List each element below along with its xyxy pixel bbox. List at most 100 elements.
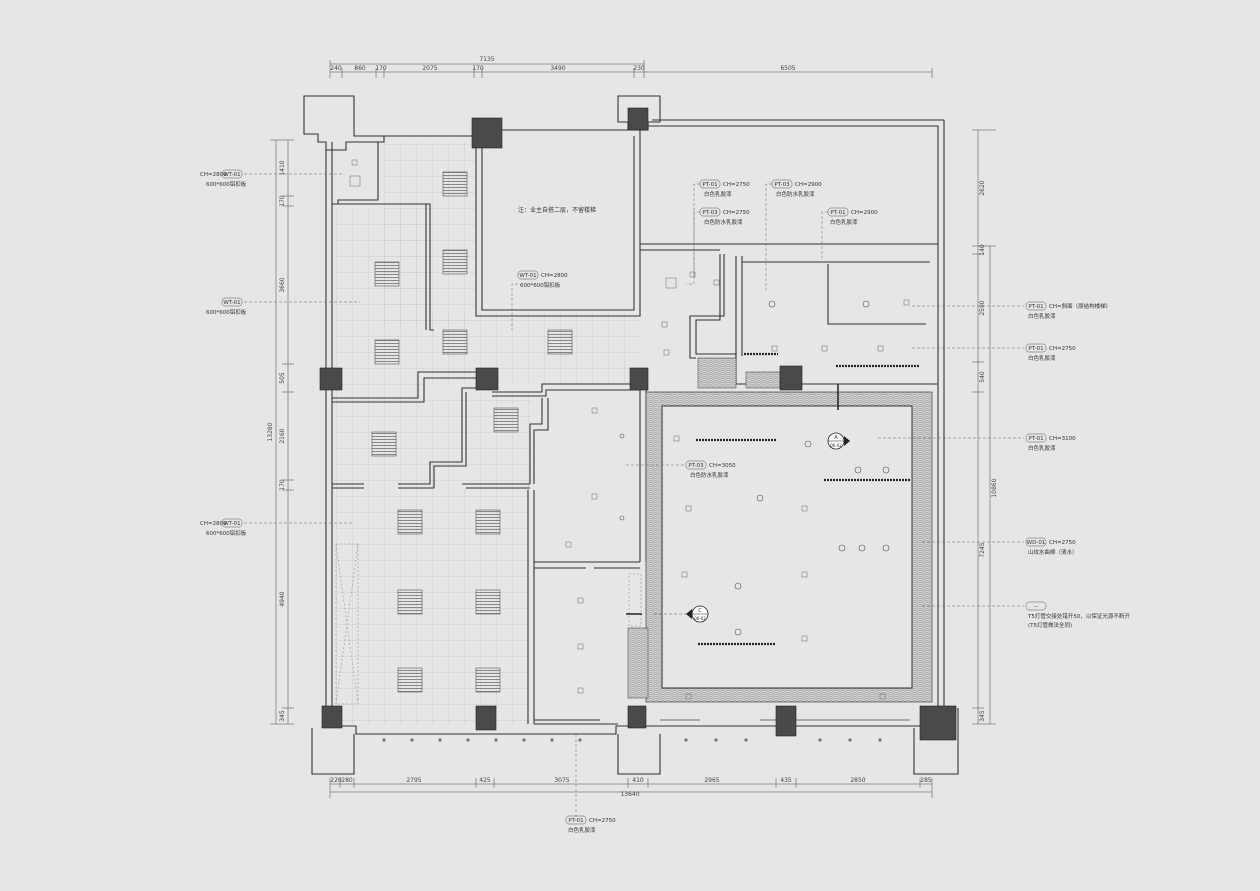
bottom-dim-5: 3075 — [554, 777, 569, 784]
callout-9-code: PT-01 — [1028, 304, 1043, 310]
bottom-dim-10: 285 — [920, 777, 932, 784]
callout-11-ch: CH=3050 — [709, 463, 736, 469]
top-dim-6: 3490 — [550, 65, 565, 72]
left-dim-total: 13280 — [267, 422, 274, 441]
callout-right-4: WD-01 CH=2750 山纹水曲柳（清水） — [1025, 537, 1078, 556]
callout-10-ch: CH=2750 — [1049, 346, 1076, 352]
callout-3-ch: CH=2800 — [200, 521, 227, 527]
left-dim-1: 1410 — [279, 160, 286, 175]
left-dim-3: 3660 — [279, 277, 286, 292]
left-dimension-line — [270, 139, 294, 725]
callout-11-code: PT-03 — [688, 463, 704, 469]
callout-right-2: PT-01 CH=2750 白色乳胶漆 — [1025, 343, 1076, 362]
callout-12-ch: CH=3100 — [1049, 436, 1076, 442]
callout-left-1: CH=2800 WT-01 600*600铝扣板 — [200, 169, 247, 188]
callout-3-code: WT-01 — [223, 521, 240, 527]
plan-note: 注：业主自搭二层，不留楼梯 — [518, 206, 596, 214]
callout-left-3: CH=2800 WT-01 600*600铝扣板 — [200, 518, 247, 537]
callout-7-ch: CH=2750 — [723, 210, 750, 216]
section-marker-a: A 06-02 — [827, 384, 850, 450]
callout-bottom: PT-01 CH=2750 白色乳胶漆 — [565, 815, 616, 834]
section-c-sheet: 06-02 — [694, 616, 706, 621]
fixtures — [619, 300, 890, 636]
callout-1-desc: 600*600铝扣板 — [206, 180, 247, 188]
bottom-dim-1: 220 — [330, 777, 342, 784]
bottom-dim-6: 410 — [632, 777, 644, 784]
leader-lines — [244, 173, 1024, 820]
callout-7-desc: 白色防水乳胶漆 — [704, 218, 743, 226]
callout-9-ch: CH=斜面（原结构楼梯） — [1049, 302, 1111, 310]
callout-right-5: -- T5灯管交接处错开50，以保证光源不断开 (T5灯管做法全同) — [1025, 601, 1130, 629]
bottom-dim-8: 435 — [780, 777, 792, 784]
bottom-dimension-texts: 220 280 2795 425 3075 410 2965 435 2850 … — [330, 777, 932, 798]
smoke-detectors — [349, 159, 910, 700]
callout-top-3: PT-03 CH=2750 白色防水乳胶漆 — [699, 207, 750, 226]
left-tiled-ceiling — [334, 142, 640, 724]
right-dim-total: 10860 — [991, 478, 998, 497]
top-dim-2: 860 — [354, 65, 366, 72]
section-a-letter: A — [834, 435, 838, 441]
section-marker-c: C 06-02 — [626, 605, 709, 623]
section-c-letter: C — [698, 608, 702, 614]
right-dimension-texts: 2620 140 2590 540 7245 345 10860 — [979, 180, 998, 722]
wood-surround — [627, 357, 933, 703]
callout-15-ch: CH=2750 — [589, 818, 616, 824]
callout-8-desc: 白色乳胶漆 — [830, 218, 858, 226]
top-dimension-line — [329, 60, 933, 78]
callout-8-code: PT-01 — [830, 210, 845, 216]
left-dim-7: 4940 — [279, 591, 286, 606]
right-dim-3: 2590 — [979, 300, 986, 315]
callout-top-1: PT-01 CH=2750 白色乳胶漆 — [699, 179, 750, 198]
callout-6-ch: CH=2900 — [795, 182, 822, 188]
callout-top-2: PT-03 CH=2900 白色防水乳胶漆 — [771, 179, 822, 198]
callout-15-code: PT-01 — [568, 818, 583, 824]
top-dim-5: 170 — [472, 65, 484, 72]
callout-5-code: PT-01 — [702, 182, 717, 188]
callout-14-desc: T5灯管交接处错开50，以保证光源不断开 — [1027, 612, 1130, 620]
callout-2-desc: 600*600铝扣板 — [206, 308, 247, 316]
callout-14-code: -- — [1034, 604, 1038, 610]
left-dim-2: 170 — [279, 195, 286, 207]
top-dim-total: 7135 — [479, 56, 494, 63]
callout-13-code: WD-01 — [1027, 540, 1046, 546]
top-dim-8: 6505 — [780, 65, 795, 72]
left-dim-4: 505 — [279, 372, 286, 384]
bottom-dim-7: 2965 — [704, 777, 719, 784]
callout-right-3: PT-01 CH=3100 白色乳胶漆 — [1025, 433, 1076, 452]
callout-12-desc: 白色乳胶漆 — [1028, 444, 1056, 452]
bottom-dim-total: 13640 — [620, 791, 639, 798]
callout-5-desc: 白色乳胶漆 — [704, 190, 732, 198]
callout-4-ch: CH=2800 — [541, 273, 568, 279]
callout-15-desc: 白色乳胶漆 — [568, 826, 596, 834]
bottom-dim-3: 2795 — [406, 777, 421, 784]
callout-1-ch: CH=2800 — [200, 172, 227, 178]
right-dim-2: 140 — [979, 244, 986, 256]
callout-8-ch: CH=2900 — [851, 210, 878, 216]
bottom-dim-9: 2850 — [850, 777, 865, 784]
callout-upper-room: WT-01 CH=2800 600*600铝扣板 — [517, 270, 568, 289]
left-dim-8: 345 — [279, 710, 286, 722]
left-dimension-texts: 1410 170 3660 505 2160 170 4940 345 1328… — [267, 160, 286, 722]
callout-1-code: WT-01 — [223, 172, 240, 178]
top-dim-4: 2075 — [422, 65, 437, 72]
bottom-fixtures — [382, 738, 882, 742]
callout-4-desc: 600*600铝扣板 — [520, 281, 561, 289]
callout-3-desc: 600*600铝扣板 — [206, 529, 247, 537]
callout-6-code: PT-03 — [774, 182, 790, 188]
right-dim-5: 7245 — [979, 542, 986, 557]
callout-9-desc: 白色乳胶漆 — [1028, 312, 1056, 320]
columns — [319, 107, 957, 741]
callout-4-code: WT-01 — [519, 273, 536, 279]
callout-10-desc: 白色乳胶漆 — [1028, 354, 1056, 362]
callout-center: PT-03 CH=3050 白色防水乳胶漆 — [685, 460, 736, 479]
vent-grilles — [371, 171, 573, 693]
bottom-dimension-line — [329, 778, 933, 798]
callout-13-desc: 山纹水曲柳（清水） — [1028, 548, 1078, 556]
top-dimension-texts: 7135 240 860 170 2075 170 3490 230 6505 — [330, 56, 796, 72]
section-a-sheet: 06-02 — [830, 443, 842, 448]
top-dim-7: 230 — [633, 65, 645, 72]
t5-light-strips — [696, 352, 920, 646]
left-dim-5: 2160 — [279, 428, 286, 443]
callout-10-code: PT-01 — [1028, 346, 1043, 352]
callout-13-ch: CH=2750 — [1049, 540, 1076, 546]
